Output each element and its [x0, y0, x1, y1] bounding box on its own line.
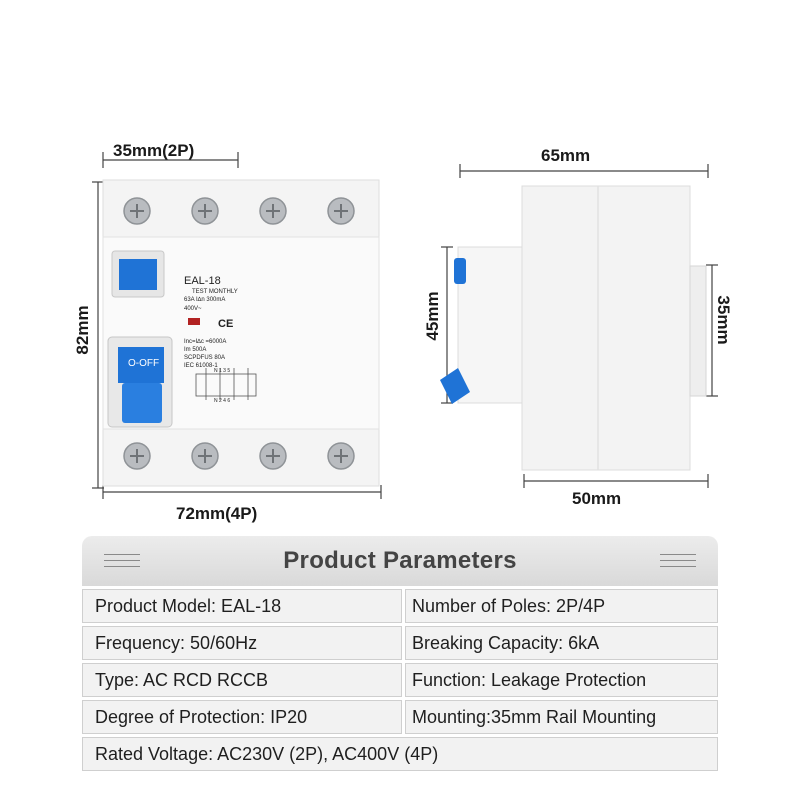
- device-terminals-top: N 1 3 5: [214, 368, 231, 374]
- parameters-title: Product Parameters: [283, 547, 517, 574]
- device-spec-3: SCPDFUS 80A: [184, 355, 226, 361]
- dim-label-50mm: 50mm: [572, 489, 622, 508]
- screw-icon: [123, 197, 355, 225]
- dim-label-72mm-4p: 72mm(4P): [176, 504, 258, 523]
- dim-label-45mm: 45mm: [423, 291, 442, 341]
- test-button-icon: [119, 259, 157, 290]
- table-row: Rated Voltage: AC230V (2P), AC400V (4P): [82, 737, 718, 771]
- param-rated-voltage: Rated Voltage: AC230V (2P), AC400V (4P): [82, 737, 718, 771]
- side-test-button-icon: [454, 258, 466, 284]
- param-degree-of-protection: Degree of Protection: IP20: [82, 700, 402, 734]
- dim-label-35mm-2p: 35mm(2P): [113, 141, 195, 160]
- param-breaking-capacity: Breaking Capacity: 6kA: [405, 626, 718, 660]
- device-spec-1: Inc=I∆c =6000A: [184, 339, 227, 345]
- table-row: Frequency: 50/60Hz Breaking Capacity: 6k…: [82, 626, 718, 660]
- param-mounting: Mounting:35mm Rail Mounting: [405, 700, 718, 734]
- ce-mark: CE: [218, 318, 234, 330]
- device-terminals-bottom: N 2 4 6: [214, 398, 231, 404]
- product-drawings: [92, 152, 718, 499]
- toggle-switch-icon: [118, 347, 164, 383]
- param-product-model: Product Model: EAL-18: [82, 589, 402, 623]
- device-voltage-label: 400V~: [184, 306, 202, 312]
- table-row: Degree of Protection: IP20 Mounting:35mm…: [82, 700, 718, 734]
- table-row: Type: AC RCD RCCB Function: Leakage Prot…: [82, 663, 718, 697]
- menu-lines-icon: [104, 554, 140, 570]
- side-view-device: [440, 185, 707, 471]
- dim-label-82mm: 82mm: [73, 305, 92, 355]
- side-toggle-icon: [440, 368, 470, 404]
- param-frequency: Frequency: 50/60Hz: [82, 626, 402, 660]
- indicator-icon: [188, 318, 200, 325]
- device-spec-4: IEC 61008-1: [184, 363, 218, 369]
- param-number-of-poles: Number of Poles: 2P/4P: [405, 589, 718, 623]
- dim-label-35mm-side: 35mm: [714, 295, 733, 345]
- product-parameters-table: Product Parameters Product Model: EAL-18…: [82, 536, 718, 771]
- front-view-device: [102, 179, 380, 487]
- screw-icon: [123, 442, 355, 470]
- parameters-header: Product Parameters: [82, 536, 718, 586]
- menu-lines-icon: [660, 554, 696, 570]
- wiring-diagram-icon: [195, 368, 257, 400]
- table-row: Product Model: EAL-18 Number of Poles: 2…: [82, 589, 718, 623]
- device-spec-2: Im 500A: [184, 347, 207, 353]
- param-function: Function: Leakage Protection: [405, 663, 718, 697]
- param-type: Type: AC RCD RCCB: [82, 663, 402, 697]
- device-rating-label: 63A I∆n 300mA: [184, 297, 226, 303]
- dim-label-65mm: 65mm: [541, 146, 591, 165]
- switch-off-label: O-OFF: [128, 358, 160, 369]
- device-test-label: TEST MONTHLY: [192, 289, 238, 295]
- device-model-label: EAL-18: [184, 275, 221, 287]
